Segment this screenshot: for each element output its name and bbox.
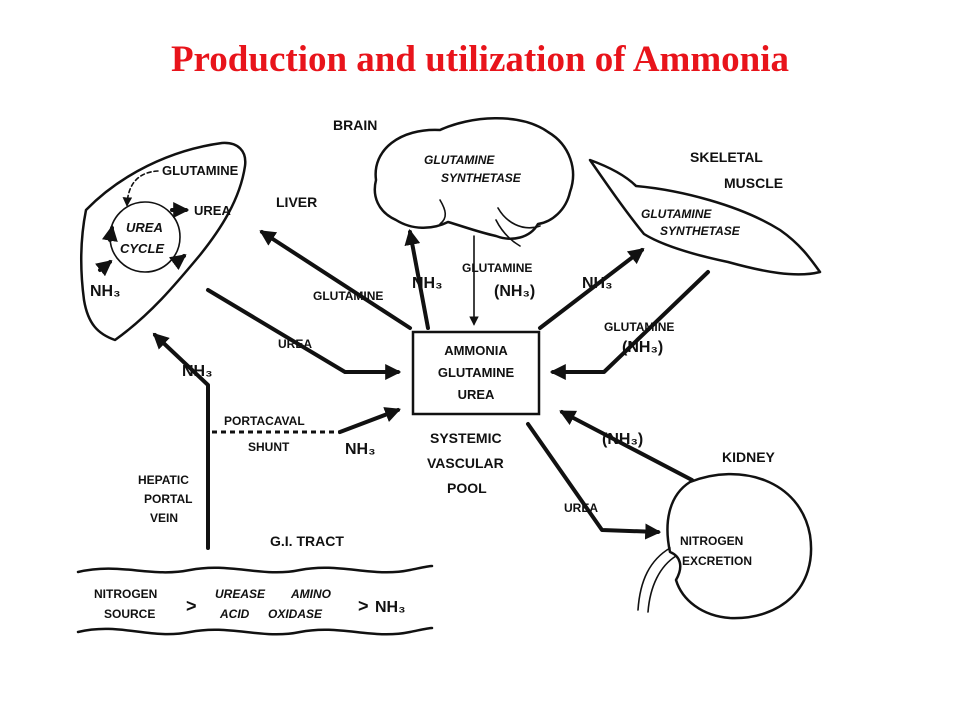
skeletal-muscle: SKELETAL MUSCLE GLUTAMINE SYNTHETASE [588, 149, 822, 276]
label-nh3-portacaval: NH₃ [345, 441, 376, 458]
urea-cycle-label-2: CYCLE [120, 241, 164, 256]
flow-arrows: GLUTAMINE UREA NH₃ HEPATIC PORTAL VEIN P… [138, 228, 710, 550]
brain-cerebellum [497, 207, 541, 229]
label-urea-to-pool: UREA [278, 337, 312, 351]
pool-line-ammonia: AMMONIA [444, 343, 508, 358]
gi-acid: ACID [219, 607, 250, 621]
gi-tract: G.I. TRACT NITROGEN SOURCE > UREASE AMIN… [76, 533, 434, 636]
urea-cycle-label-1: UREA [126, 220, 163, 235]
gi-tract-lower-edge [76, 626, 434, 636]
urea-cycle-arrow-right [168, 254, 187, 271]
brain-enzyme-line-1: GLUTAMINE [424, 153, 495, 167]
arrow-portacaval-nh3 [338, 407, 401, 434]
ureter [637, 547, 677, 613]
arrow-nh3-to-brain [404, 228, 430, 330]
label-urea-to-kidney: UREA [564, 501, 598, 515]
label-portacaval: PORTACAVAL [224, 414, 305, 428]
brain-organ-label: BRAIN [333, 117, 377, 133]
label-glutamine-from-brain: GLUTAMINE [462, 261, 532, 275]
brain-enzyme-line-2: SYNTHETASE [441, 171, 522, 185]
pool-caption-systemic: SYSTEMIC [430, 430, 502, 446]
label-portal: PORTAL [144, 492, 192, 506]
muscle-outline [588, 158, 822, 276]
gi-oxidase: OXIDASE [268, 607, 323, 621]
gi-tract-upper-edge [76, 564, 434, 574]
systemic-vascular-pool: AMMONIA GLUTAMINE UREA SYSTEMIC VASCULAR… [411, 330, 541, 496]
kidney-box-line-1: NITROGEN [680, 534, 743, 548]
label-nh3-to-brain: NH₃ [412, 275, 443, 292]
skeletal-organ-label: SKELETAL [690, 149, 763, 165]
arrow-hepatic-portal-vein [152, 332, 210, 550]
label-shunt: SHUNT [248, 440, 290, 454]
arrow-glutamine-to-liver [259, 230, 412, 330]
urea-cycle-arrow-lower-left [95, 260, 113, 277]
gi-gt-2: > [358, 596, 369, 616]
slide-title: Production and utilization of Ammonia [170, 39, 790, 80]
kidney-box-line-2: EXCRETION [682, 554, 752, 568]
brain: BRAIN GLUTAMINE SYNTHETASE [333, 117, 575, 247]
liver-glutamine-label: GLUTAMINE [162, 163, 239, 178]
kidney: KIDNEY NITROGEN EXCRETION [637, 449, 813, 620]
label-hepatic: HEPATIC [138, 473, 189, 487]
gi-gt-1: > [186, 596, 197, 616]
arrow-nh3-to-muscle [538, 248, 645, 330]
label-glutamine-to-liver: GLUTAMINE [313, 289, 383, 303]
pool-caption-vascular: VASCULAR [427, 455, 504, 471]
kidney-organ-label: KIDNEY [722, 449, 776, 465]
arrow-glutamine-from-muscle [549, 270, 710, 380]
muscle-enzyme-line-2: SYNTHETASE [660, 224, 741, 238]
pool-box [411, 330, 541, 416]
muscle-organ-label: MUSCLE [724, 175, 783, 191]
arrow-urea-to-kidney [526, 422, 662, 540]
gi-source: SOURCE [104, 607, 155, 621]
pool-line-glutamine: GLUTAMINE [438, 365, 515, 380]
liver-urea-output-label: UREA [194, 203, 231, 218]
arrow-nh3-from-kidney [559, 410, 694, 482]
brain-fold [439, 199, 447, 225]
urea-cycle-arrow-left [102, 224, 118, 242]
gi-nitrogen: NITROGEN [94, 587, 157, 601]
label-nh3-to-liver: NH₃ [182, 363, 213, 380]
gi-tract-label: G.I. TRACT [270, 533, 344, 549]
pool-caption-pool: POOL [447, 480, 487, 496]
muscle-enzyme-line-1: GLUTAMINE [641, 207, 712, 221]
arrow-urea-to-pool [206, 288, 402, 380]
label-glutamine-from-muscle: GLUTAMINE [604, 320, 674, 334]
gi-urease: UREASE [215, 587, 266, 601]
label-nh3-to-muscle: NH₃ [582, 275, 613, 292]
label-nh3-from-brain: (NH₃) [494, 283, 535, 300]
label-nh3-from-muscle: (NH₃) [622, 339, 663, 356]
urea-cycle-circle [109, 201, 181, 273]
liver-outline [79, 141, 247, 342]
gi-nh3: NH₃ [375, 599, 406, 616]
label-vein: VEIN [150, 511, 178, 525]
brain-outline [373, 117, 575, 240]
pool-line-urea: UREA [458, 387, 495, 402]
liver-organ-label: LIVER [276, 194, 317, 210]
liver-glutamine-dashed-arrow [122, 170, 159, 207]
liver: GLUTAMINE UREA UREA CYCLE NH₃ LIVER [79, 141, 317, 342]
gi-amino: AMINO [290, 587, 332, 601]
liver-nh3-label: NH₃ [90, 283, 121, 300]
label-nh3-from-kidney: (NH₃) [602, 431, 643, 448]
brain-stem [495, 219, 521, 247]
